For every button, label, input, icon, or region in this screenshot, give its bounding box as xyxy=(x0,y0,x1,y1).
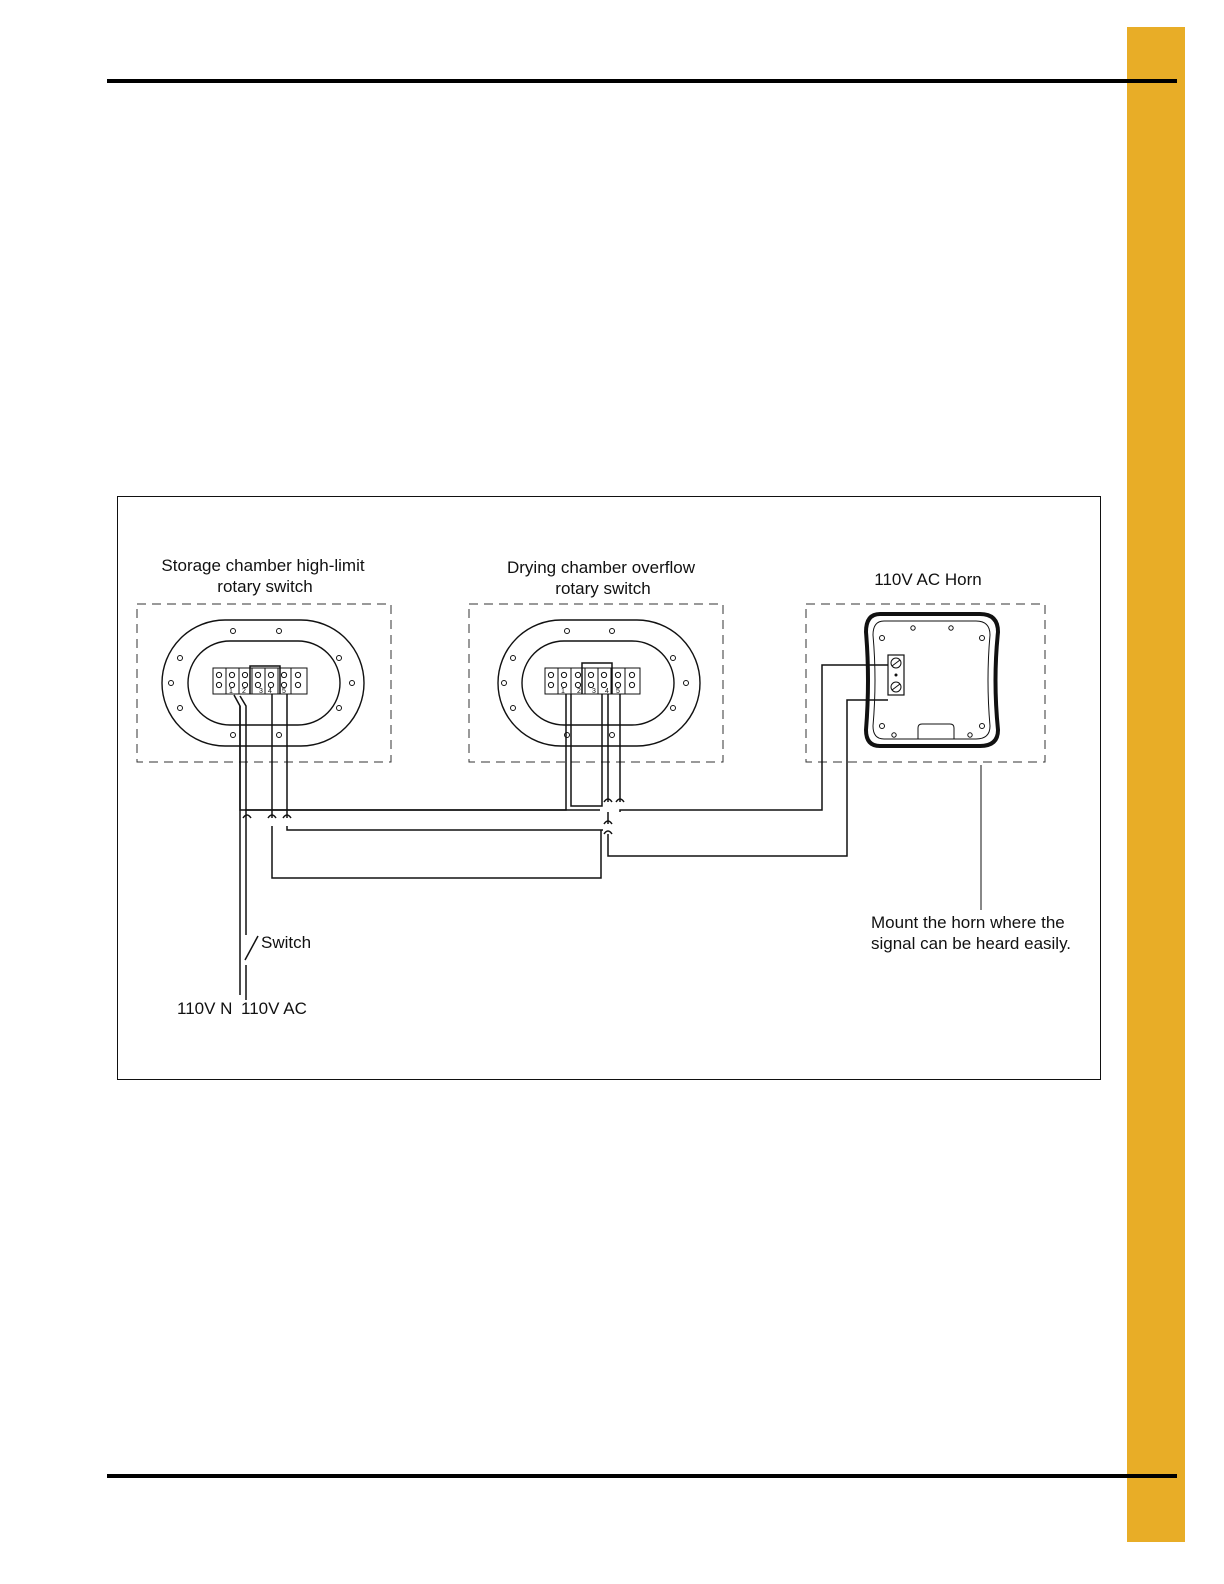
drying-terminal-2: 2 xyxy=(577,688,581,695)
drying-switch-label-line1: Drying chamber overflow xyxy=(507,558,696,577)
drying-rotary-switch xyxy=(498,620,700,746)
storage-terminal-1: 1 xyxy=(229,688,233,695)
horn-label: 110V AC Horn xyxy=(874,570,981,589)
header-rule xyxy=(107,79,1177,83)
storage-terminal-5: 5 xyxy=(282,688,286,695)
horn-box xyxy=(806,604,1045,762)
ac-label: 110V AC xyxy=(241,999,307,1018)
neutral-label: 110V N xyxy=(177,999,232,1018)
drying-terminal-3: 3 xyxy=(592,688,596,695)
storage-switch-label-line2: rotary switch xyxy=(217,577,312,596)
storage-terminal-4: 4 xyxy=(268,688,272,695)
storage-rotary-switch xyxy=(162,620,364,746)
storage-terminal-3: 3 xyxy=(259,688,263,695)
side-tab xyxy=(1127,27,1185,1542)
drying-terminal-1: 1 xyxy=(561,688,565,695)
storage-terminal-2: 2 xyxy=(242,688,246,695)
drying-terminal-4: 4 xyxy=(605,688,609,695)
storage-switch-label-line1: Storage chamber high-limit xyxy=(161,556,364,575)
horn-device xyxy=(866,614,998,746)
switch-label: Switch xyxy=(261,933,311,952)
horn-note-line1: Mount the horn where the xyxy=(871,913,1065,932)
drying-switch-label-line2: rotary switch xyxy=(555,579,650,598)
footer-rule xyxy=(107,1474,1177,1478)
horn-note-line2: signal can be heard easily. xyxy=(871,934,1071,953)
drying-terminal-5: 5 xyxy=(616,688,620,695)
wiring-diagram: Storage chamber high-limit rotary switch… xyxy=(117,496,1101,1080)
